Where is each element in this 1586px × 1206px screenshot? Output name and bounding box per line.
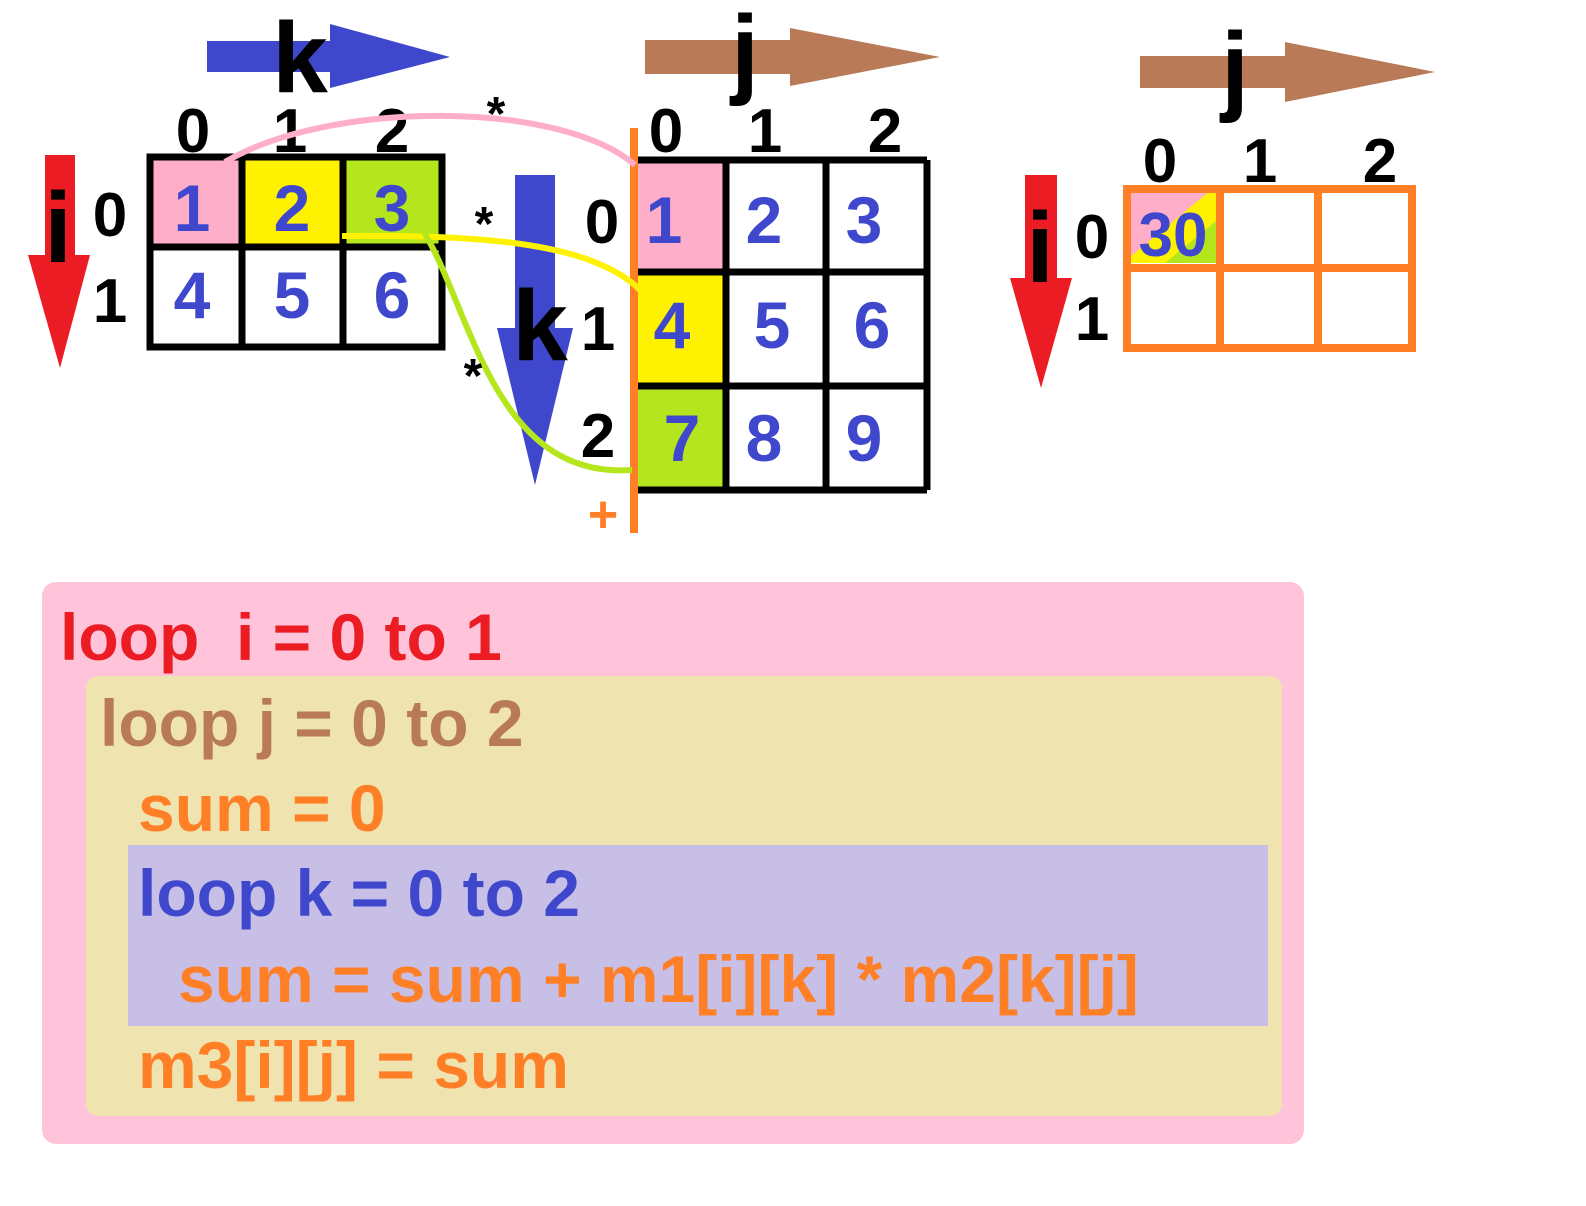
- m2-col-index: 0: [649, 97, 683, 166]
- m3-col-var-label: j: [1219, 12, 1249, 124]
- m2-col-var-label: j: [729, 0, 759, 107]
- connector-lime: [417, 224, 633, 474]
- m3-row-index: 0: [1075, 203, 1109, 272]
- m2-row-index: 1: [581, 295, 615, 364]
- m2-col-index: 1: [748, 97, 782, 166]
- m1-cell: 4: [174, 258, 211, 332]
- k-arrow-down: [497, 175, 573, 485]
- m2-cell: 4: [654, 288, 691, 362]
- code-sum-init: sum = 0: [138, 771, 386, 845]
- code-loop-i: loop i = 0 to 1: [60, 600, 502, 674]
- matrix1: k i 0 1 2 0 1 1 2 3 4 5 6: [28, 2, 450, 368]
- i-arrow-down-m3: [1010, 175, 1072, 388]
- m2-row-index: 2: [581, 402, 615, 471]
- m1-cell-highlight: [242, 157, 343, 245]
- k-arrow-right: [207, 24, 450, 88]
- code-sum-update: sum = sum + m1[i][k] * m2[k][j]: [178, 942, 1139, 1016]
- m2-cell: 8: [746, 401, 783, 475]
- m3-grid: [1123, 185, 1416, 352]
- m2-row-index: 0: [585, 188, 619, 257]
- m2-cell-highlight: [636, 270, 725, 386]
- multiply-sign: *: [475, 198, 494, 251]
- j-arrow-right-m3: [1140, 42, 1435, 102]
- m2-row-var-label: k: [512, 270, 568, 382]
- m2-cell: 6: [854, 288, 891, 362]
- m3-cell-highlight: [1131, 193, 1216, 263]
- m2-cell: 2: [746, 183, 783, 257]
- m2-grid: [636, 156, 931, 494]
- m2-cell-highlight: [636, 163, 725, 270]
- m1-cell: 6: [374, 258, 411, 332]
- m3-row-var-label: i: [1026, 192, 1054, 304]
- code-assign: m3[i][j] = sum: [138, 1028, 569, 1102]
- m2-cell: 7: [664, 401, 701, 475]
- code-loop-k: loop k = 0 to 2: [138, 856, 580, 930]
- m2-cell: 3: [846, 183, 883, 257]
- m1-cell: 2: [274, 171, 311, 245]
- code-loop-j: loop j = 0 to 2: [100, 686, 524, 760]
- m1-cell: 3: [374, 171, 411, 245]
- plus-sign: +: [588, 486, 618, 544]
- matrix3: j i 0 1 2 0 1 30: [1010, 12, 1435, 388]
- m1-cell: 1: [174, 171, 211, 245]
- m1-grid: [146, 153, 446, 351]
- m3-col-index: 0: [1143, 127, 1177, 196]
- j-arrow-right-m2: [645, 28, 940, 86]
- i-arrow-down-m1: [28, 155, 90, 368]
- m1-col-var-label: k: [272, 2, 328, 114]
- multiply-sign: *: [487, 88, 506, 141]
- m1-row-index: 0: [93, 181, 127, 250]
- m1-row-index: 1: [93, 267, 127, 336]
- m1-cell: 5: [274, 258, 311, 332]
- m1-row-var-label: i: [44, 172, 72, 284]
- m2-cell: 5: [754, 288, 791, 362]
- product-connectors: [223, 112, 643, 474]
- m2-col-index: 2: [868, 97, 902, 166]
- m1-cell-highlight: [150, 157, 242, 245]
- connector-pink: [223, 112, 637, 168]
- matrix2: j k 0 1 2 0 1 2 + 1: [497, 0, 940, 544]
- m2-cell: 1: [646, 183, 683, 257]
- m3-cell: 30: [1139, 201, 1208, 270]
- m3-col-index: 2: [1363, 127, 1397, 196]
- m2-cell-highlight: [636, 386, 725, 488]
- multiply-sign: *: [464, 350, 483, 403]
- m2-cell: 9: [846, 401, 883, 475]
- m3-row-index: 1: [1075, 285, 1109, 354]
- code-inner-block: [128, 845, 1268, 1026]
- m3-col-index: 1: [1243, 127, 1277, 196]
- connector-yellow: [341, 232, 643, 293]
